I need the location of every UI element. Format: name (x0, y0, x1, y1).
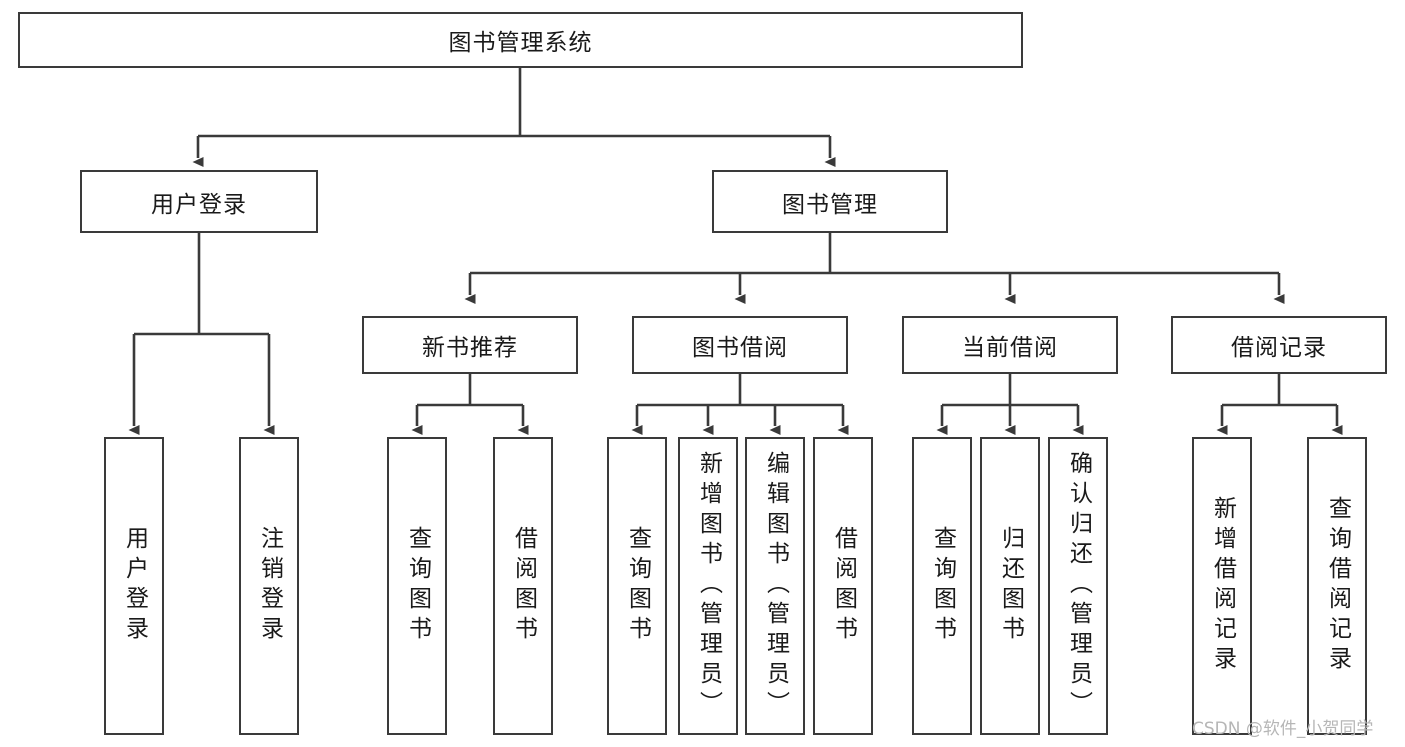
leaf-current-return-book[interactable]: 归还图书 (980, 437, 1040, 735)
node-root[interactable]: 图书管理系统 (18, 12, 1023, 68)
leaf-record-add-record[interactable]: 新增借阅记录 (1192, 437, 1252, 735)
leaf-label: 注销登录 (256, 526, 283, 646)
csdn-watermark: CSDN @软件_小贺同学 (1192, 719, 1374, 739)
leaf-borrow-add-book-admin[interactable]: 新增图书（管理员） (678, 437, 738, 735)
node-user-login-label: 用户登录 (151, 191, 247, 218)
leaf-label: 查询借阅记录 (1324, 496, 1351, 676)
leaf-label: 查询图书 (404, 526, 431, 646)
leaf-borrow-borrow-book[interactable]: 借阅图书 (813, 437, 873, 735)
node-new-book-recommend[interactable]: 新书推荐 (362, 316, 578, 374)
node-root-label: 图书管理系统 (448, 30, 593, 56)
node-new-book-recommend-label: 新书推荐 (422, 335, 518, 361)
node-borrow-record-label: 借阅记录 (1231, 335, 1327, 361)
node-book-borrow-label: 图书借阅 (692, 335, 788, 361)
leaf-label: 借阅图书 (830, 526, 857, 646)
leaf-user-login-login[interactable]: 用户登录 (104, 437, 164, 735)
node-user-login[interactable]: 用户登录 (80, 170, 318, 233)
node-book-management[interactable]: 图书管理 (712, 170, 948, 233)
leaf-borrow-query-book[interactable]: 查询图书 (607, 437, 667, 735)
node-current-borrow[interactable]: 当前借阅 (902, 316, 1118, 374)
leaf-recommend-query-book[interactable]: 查询图书 (387, 437, 447, 735)
leaf-recommend-borrow-book[interactable]: 借阅图书 (493, 437, 553, 735)
node-current-borrow-label: 当前借阅 (962, 335, 1058, 361)
node-borrow-record[interactable]: 借阅记录 (1171, 316, 1387, 374)
leaf-user-login-logout[interactable]: 注销登录 (239, 437, 299, 735)
leaf-label: 确认归还（管理员） (1065, 451, 1092, 721)
node-book-management-label: 图书管理 (782, 191, 878, 218)
leaf-label: 新增借阅记录 (1209, 496, 1236, 676)
leaf-label: 用户登录 (121, 526, 148, 646)
leaf-label: 查询图书 (929, 526, 956, 646)
leaf-borrow-edit-book-admin[interactable]: 编辑图书（管理员） (745, 437, 805, 735)
leaf-label: 查询图书 (624, 526, 651, 646)
leaf-label: 借阅图书 (510, 526, 537, 646)
leaf-label: 编辑图书（管理员） (762, 451, 789, 721)
leaf-current-confirm-return-admin[interactable]: 确认归还（管理员） (1048, 437, 1108, 735)
leaf-current-query-book[interactable]: 查询图书 (912, 437, 972, 735)
leaf-label: 新增图书（管理员） (695, 451, 722, 721)
leaf-record-query-record[interactable]: 查询借阅记录 (1307, 437, 1367, 735)
node-book-borrow[interactable]: 图书借阅 (632, 316, 848, 374)
leaf-label: 归还图书 (997, 526, 1024, 646)
